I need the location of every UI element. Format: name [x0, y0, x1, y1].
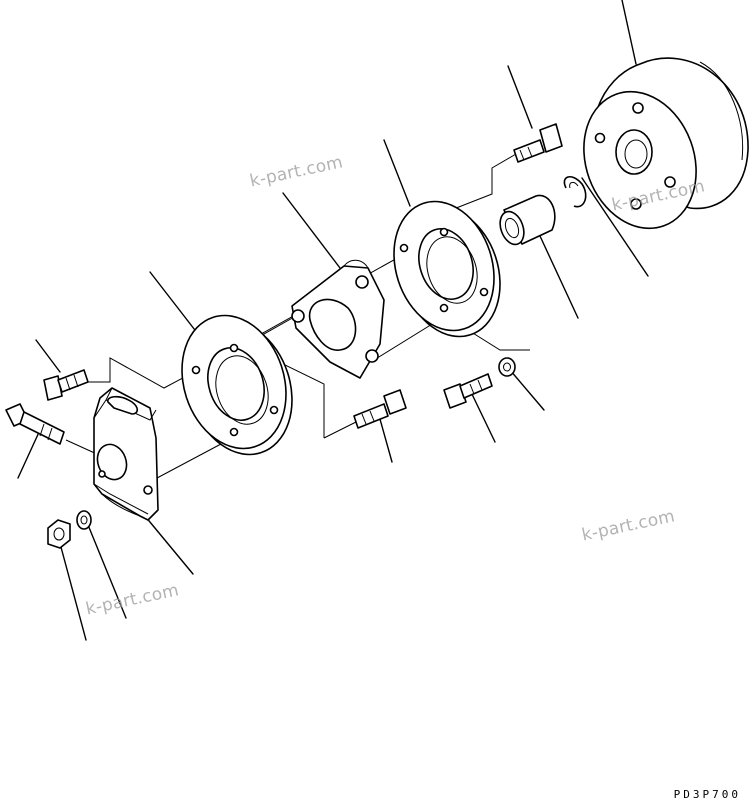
- nut: [47, 519, 71, 549]
- bushing: [499, 194, 556, 246]
- bracket: [291, 259, 385, 379]
- bolt-upper: [513, 123, 563, 163]
- washer-right: [498, 357, 516, 377]
- clamp-block: [93, 387, 159, 521]
- leader-lines: [17, 0, 649, 641]
- bolt-right: [443, 373, 493, 409]
- bolt-center: [353, 389, 407, 429]
- bolt-left-long: [5, 403, 65, 445]
- drawing-code: PD3P700: [673, 788, 741, 801]
- bolt-left-top: [43, 369, 89, 401]
- washer-left: [76, 510, 92, 530]
- flange-disc-lower: [181, 314, 293, 456]
- snap-ring: [563, 176, 587, 208]
- pulley: [583, 57, 749, 230]
- flange-disc-upper: [393, 200, 501, 338]
